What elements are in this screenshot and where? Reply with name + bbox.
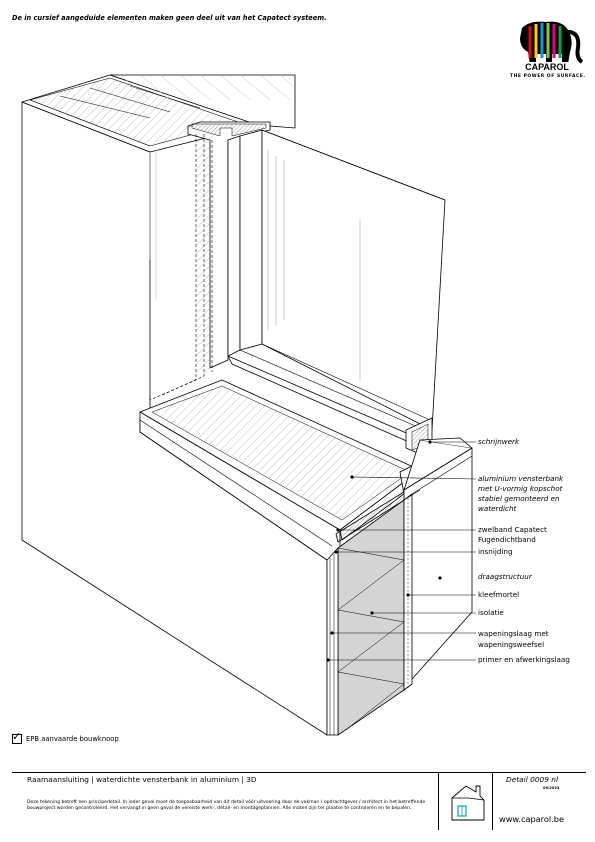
label-isolatie: isolatie xyxy=(478,608,504,617)
top-note: De in cursief aangeduide elementen maken… xyxy=(12,14,327,22)
footer-separator-1 xyxy=(438,772,439,830)
elephant-icon xyxy=(520,21,584,65)
epb-label: EPB aanvaarde bouwknoop xyxy=(26,735,119,743)
label-insnijding: insnijding xyxy=(478,547,513,556)
footer-divider xyxy=(12,772,586,773)
label-schrijnwerk: schrijnwerk xyxy=(478,437,520,446)
label-vensterbank-3: stabiel gemonteerd en xyxy=(478,494,560,503)
label-draagstructuur: draagstructuur xyxy=(478,572,532,581)
website-link[interactable]: www.caparol.be xyxy=(499,814,564,824)
caparol-logo: CAPAROL xyxy=(516,21,584,72)
label-vensterbank-2: met U-vormig kopschot xyxy=(478,484,563,493)
label-wapeningslaag-2: wapeningsweefsel xyxy=(478,640,545,649)
label-primer: primer en afwerkingslaag xyxy=(478,655,570,664)
house-icon xyxy=(451,785,485,821)
label-zwelband-1: zwelband Capatect xyxy=(478,525,547,534)
label-wapeningslaag-1: wapeningslaag met xyxy=(478,629,549,638)
epb-note: EPB aanvaarde bouwknoop xyxy=(12,730,119,744)
footer-title: Raamaansluiting | waterdichte vensterban… xyxy=(27,775,257,784)
label-vensterbank-4: waterdicht xyxy=(478,504,517,513)
window-sash xyxy=(227,135,241,357)
label-kleefmortel: kleefmortel xyxy=(478,590,520,599)
checkbox-icon xyxy=(12,730,22,744)
logo-name: CAPAROL xyxy=(525,62,569,72)
label-vensterbank-1: aluminium vensterbank xyxy=(478,474,564,483)
footer-separator-2 xyxy=(492,772,493,830)
logo-tagline: THE POWER OF SURFACE. xyxy=(510,74,586,79)
detail-number: Detail 0009 nl xyxy=(506,775,559,784)
footer-disclaimer: Deze tekening betreft een principedetail… xyxy=(27,800,426,812)
detail-date: 09/2023 xyxy=(543,786,560,790)
right-wall-face xyxy=(403,447,473,689)
label-zwelband-2: Fugendichtband xyxy=(478,535,536,544)
